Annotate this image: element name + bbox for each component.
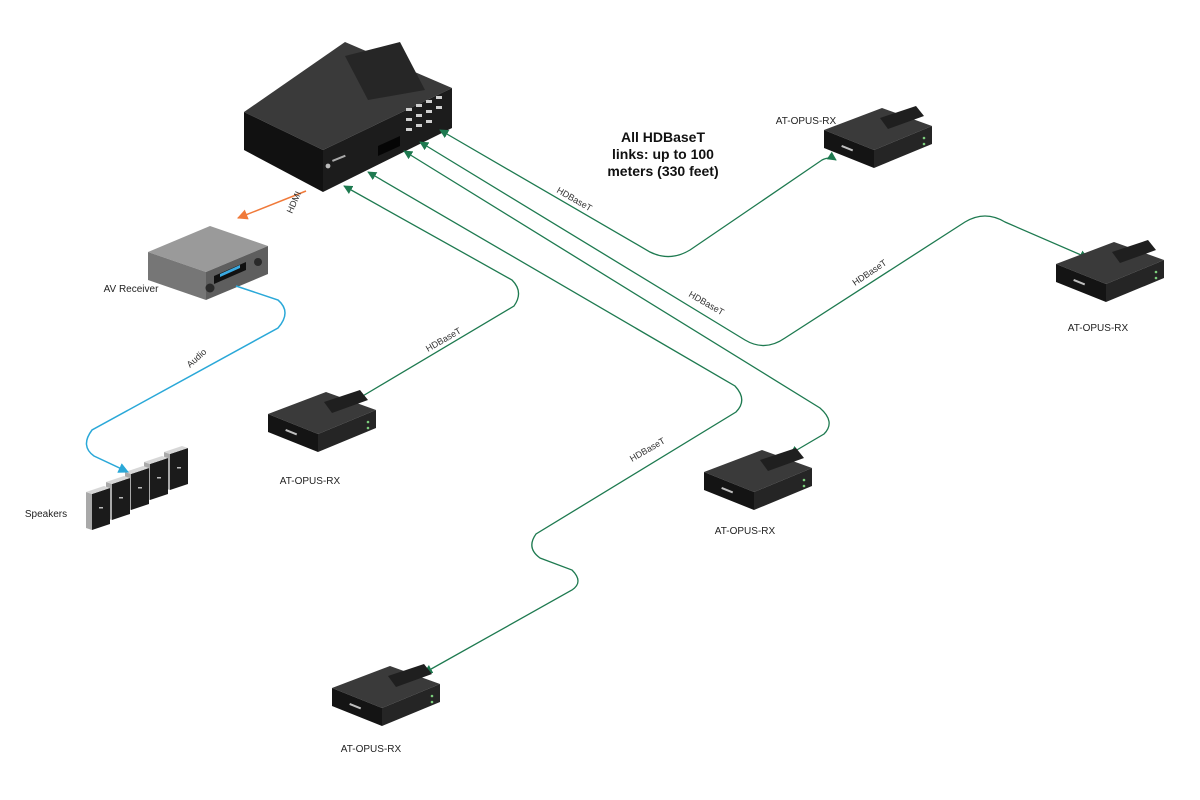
rx-label: AT-OPUS-RX (776, 116, 837, 127)
hdbaset-cable (403, 150, 830, 455)
hdbaset-receiver-icon (824, 106, 932, 168)
note-line-2: links: up to 100 (612, 146, 714, 162)
rx-label: AT-OPUS-RX (1068, 323, 1129, 334)
hdbaset-receiver-icon (1056, 240, 1164, 302)
hdbaset-cable (419, 141, 1089, 347)
audio-label: Audio (185, 347, 209, 370)
hdbaset-cable (367, 171, 743, 674)
hdbaset-cable (343, 185, 520, 401)
rx-label: AT-OPUS-RX (280, 476, 341, 487)
audio-cable (85, 285, 286, 473)
hdbaset-receiver-icon (332, 664, 440, 726)
hdbaset-receiver-icon (268, 390, 376, 452)
hdbaset-label: HDBaseT (628, 435, 667, 463)
hdmi-label: HDMI (285, 190, 303, 215)
av-matrix-switcher-icon (244, 42, 452, 192)
hdbaset-receiver-icon (704, 448, 812, 510)
hdbaset-label: HDBaseT (555, 185, 594, 213)
note-line-3: meters (330 feet) (607, 163, 718, 179)
distance-note: All HDBaseT links: up to 100 meters (330… (607, 129, 718, 179)
rx-label: AT-OPUS-RX (715, 526, 776, 537)
speaker-icon (86, 446, 188, 530)
note-line-1: All HDBaseT (621, 129, 705, 145)
hdmi-cable (237, 190, 307, 220)
rx-label: AT-OPUS-RX (341, 744, 402, 755)
av-receiver-label: AV Receiver (104, 284, 160, 295)
hdbaset-label: HDBaseT (687, 289, 726, 317)
av-receiver-icon (148, 226, 268, 300)
speakers-label: Speakers (25, 509, 67, 520)
